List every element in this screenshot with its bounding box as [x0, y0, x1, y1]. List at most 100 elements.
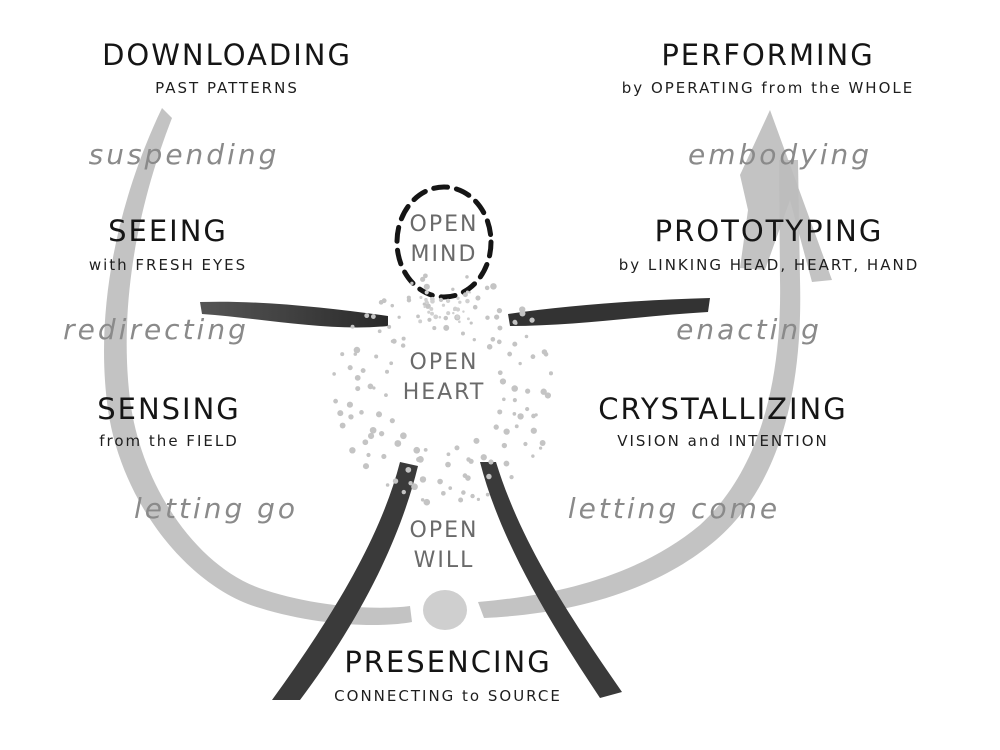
heart-dot [406, 297, 412, 303]
enacting-label: enacting [676, 313, 822, 346]
heart-dot [441, 490, 446, 496]
heart-dot [503, 460, 510, 467]
heart-dot [486, 344, 493, 350]
heart-dot [346, 401, 353, 408]
heart-dot [423, 283, 430, 290]
heart-dot [410, 281, 414, 285]
heart-dot [400, 432, 407, 440]
heart-dot [353, 352, 358, 356]
heart-dot [390, 303, 395, 308]
heart-dot [362, 463, 370, 470]
heart-dot [405, 466, 412, 473]
heart-dot [369, 426, 377, 434]
heart-dot [525, 406, 530, 412]
heart-dot [377, 329, 382, 334]
neck-dot [425, 301, 429, 305]
heart-dot [400, 343, 406, 348]
heart-dot [460, 331, 465, 336]
u-arc-arrowhead [740, 110, 832, 282]
open-heart-line-2: HEART [402, 380, 486, 405]
heart-dot [432, 326, 437, 331]
heart-dot [497, 409, 503, 415]
heart-dot [416, 456, 422, 463]
heart-dot [389, 418, 395, 424]
presencing-title: PRESENCING [344, 645, 552, 679]
heart-dot [423, 273, 428, 279]
prototyping-subtitle: by LINKING HEAD, HEART, HAND [618, 256, 920, 274]
heart-dot [544, 392, 552, 399]
heart-dot [511, 385, 518, 392]
heart-dot [494, 314, 500, 320]
neck-dot [430, 311, 434, 316]
heart-dot [502, 397, 506, 402]
heart-dot [397, 315, 401, 319]
heart-dot [367, 383, 374, 390]
heart-dot [490, 283, 497, 290]
heart-dot [531, 454, 535, 458]
neck-dot [462, 310, 465, 313]
heart-dot [523, 441, 528, 447]
open-mind-line-2: MIND [410, 242, 478, 267]
redirecting-label: redirecting [63, 313, 249, 346]
heart-dot [347, 365, 353, 371]
open-mind-line-1: OPEN [409, 212, 479, 237]
heart-dot [496, 339, 502, 345]
heart-dot [349, 447, 356, 454]
neck-dot [468, 291, 472, 294]
left-arm [200, 301, 388, 328]
heart-dot [519, 310, 526, 317]
neck-dot [458, 320, 461, 324]
heart-dot [332, 372, 336, 376]
crystallizing-title: CRYSTALLIZING [598, 392, 848, 426]
heart-dot [466, 457, 471, 462]
heart-dot [416, 314, 420, 319]
neck-dot [465, 290, 470, 294]
heart-dot [443, 324, 450, 331]
crystallizing-subtitle: VISION and INTENTION [617, 432, 829, 450]
heart-dot [420, 498, 425, 502]
heart-dot [423, 498, 431, 506]
heart-dot [350, 324, 355, 329]
heart-dot [401, 489, 406, 495]
neck-dot [452, 311, 455, 315]
downloading-title: DOWNLOADING [102, 38, 352, 72]
heart-dot [512, 341, 518, 347]
heart-dot [391, 338, 397, 344]
right-arm [508, 298, 710, 326]
heart-dot [473, 437, 480, 444]
heart-dot [458, 497, 464, 503]
heart-dot [503, 428, 510, 435]
heart-dot [465, 275, 469, 279]
heart-dot [488, 459, 494, 465]
neck-dot [418, 319, 423, 324]
neck-dot [465, 298, 470, 304]
heart-dot [364, 313, 370, 319]
heart-dot [507, 351, 513, 357]
neck-dot [433, 314, 439, 320]
heart-dot [499, 378, 507, 385]
heart-dot [476, 497, 481, 501]
heart-dot [354, 374, 361, 381]
neck-dot [446, 311, 451, 316]
performing-subtitle: by OPERATING from the WHOLE [621, 79, 915, 97]
heart-dot [337, 410, 344, 417]
neck-dot [466, 317, 470, 321]
heart-dot [524, 334, 529, 339]
heart-dot [530, 427, 537, 434]
downloading-subtitle: PAST PATTERNS [155, 79, 299, 97]
heart-dot [470, 493, 475, 499]
heart-dot [462, 292, 468, 298]
heart-dot [475, 295, 481, 301]
neck-dot [430, 299, 435, 304]
open-mind-label: OPEN MIND [410, 210, 479, 270]
neck-dot [458, 300, 462, 304]
heart-dot [385, 369, 390, 374]
heart-dot [366, 452, 371, 458]
sensing-subtitle: from the FIELD [99, 432, 239, 450]
open-will-line-2: WILL [413, 548, 475, 573]
neck-dot [455, 314, 460, 320]
heart-dot [411, 483, 418, 491]
neck-dot [441, 303, 446, 307]
heart-dot [514, 424, 519, 429]
